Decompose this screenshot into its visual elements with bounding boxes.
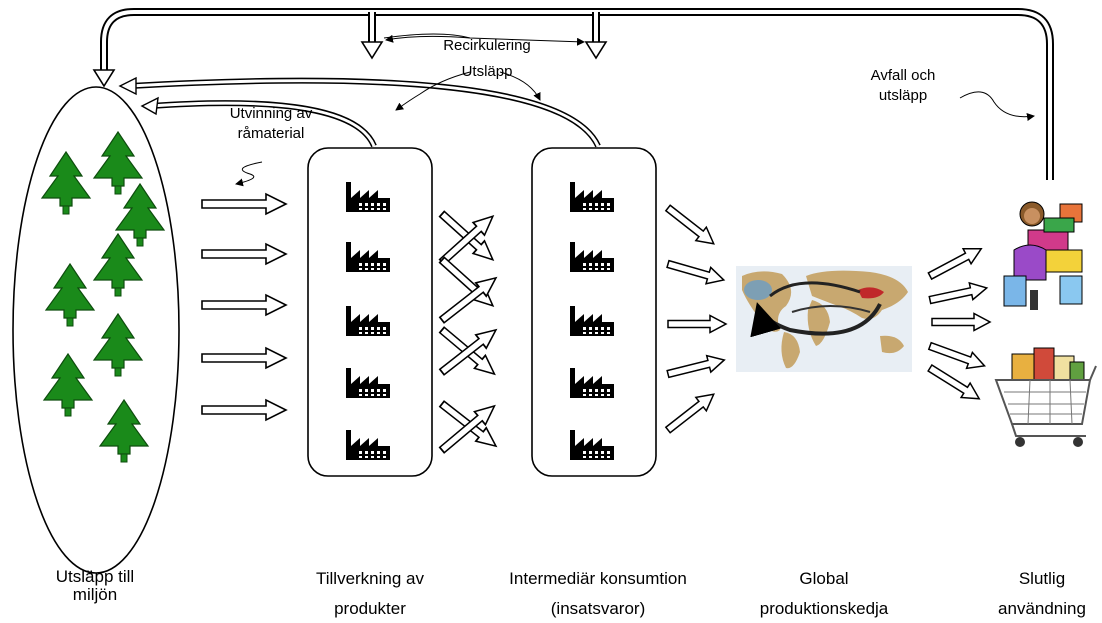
- extraction-arrows: [201, 193, 287, 421]
- waste-label: Avfall och utsläpp: [848, 66, 958, 106]
- stage-label-intermediate: Intermediär konsumtion (insatsvaror): [478, 568, 718, 620]
- intermediate-box: [531, 147, 657, 477]
- recirculation-loop: [100, 8, 1054, 180]
- stage-label-global-line1: Global: [799, 569, 849, 588]
- cross-arrows: [435, 206, 503, 458]
- stage-label-environment: Utsläpp till miljön: [20, 566, 170, 606]
- to-global-arrows: [662, 200, 728, 438]
- stage-label-final-line2: användning: [998, 599, 1086, 618]
- loop-arrowheads: [92, 41, 608, 88]
- emission-pointer: [395, 71, 471, 111]
- extraction-label-line2: råmaterial: [237, 125, 305, 142]
- environment-ellipse: [12, 86, 180, 574]
- extraction-label-line1: Utvinning av: [229, 105, 313, 122]
- stage-label-intermediate-line2: (insatsvaror): [550, 599, 646, 618]
- extraction-pointer: [235, 161, 263, 187]
- world-map-icon: [736, 266, 912, 372]
- stage-label-manufacturing-line2: produkter: [334, 599, 406, 618]
- stage-label-manufacturing-line1: Tillverkning av: [315, 569, 425, 588]
- stage-label-final-line1: Slutlig: [1018, 569, 1066, 588]
- to-final-arrows: [924, 240, 991, 407]
- waste-label-line1: Avfall och: [870, 67, 936, 84]
- stage-label-environment-line2: miljön: [72, 585, 118, 604]
- recirculation-label: Recirkulering: [443, 37, 531, 54]
- stage-label-intermediate-line1: Intermediär konsumtion: [509, 569, 687, 588]
- stage-label-manufacturing: Tillverkning av produkter: [290, 568, 450, 620]
- shopping-cart-icon: [994, 347, 1097, 447]
- stage-label-global: Global produktionskedja: [744, 568, 904, 620]
- shopper-icon: [1003, 201, 1083, 310]
- waste-pointer: [959, 91, 1035, 121]
- stage-label-environment-line1: Utsläpp till: [55, 567, 135, 586]
- stage-label-global-line2: produktionskedja: [759, 599, 889, 618]
- waste-label-line2: utsläpp: [878, 87, 928, 104]
- manufacturing-box: [307, 147, 433, 477]
- emission-return-curves: [129, 77, 601, 148]
- emission-label: Utsläpp: [461, 63, 513, 80]
- stage-label-final: Slutlig användning: [986, 568, 1098, 620]
- extraction-label: Utvinning av råmaterial: [196, 104, 346, 144]
